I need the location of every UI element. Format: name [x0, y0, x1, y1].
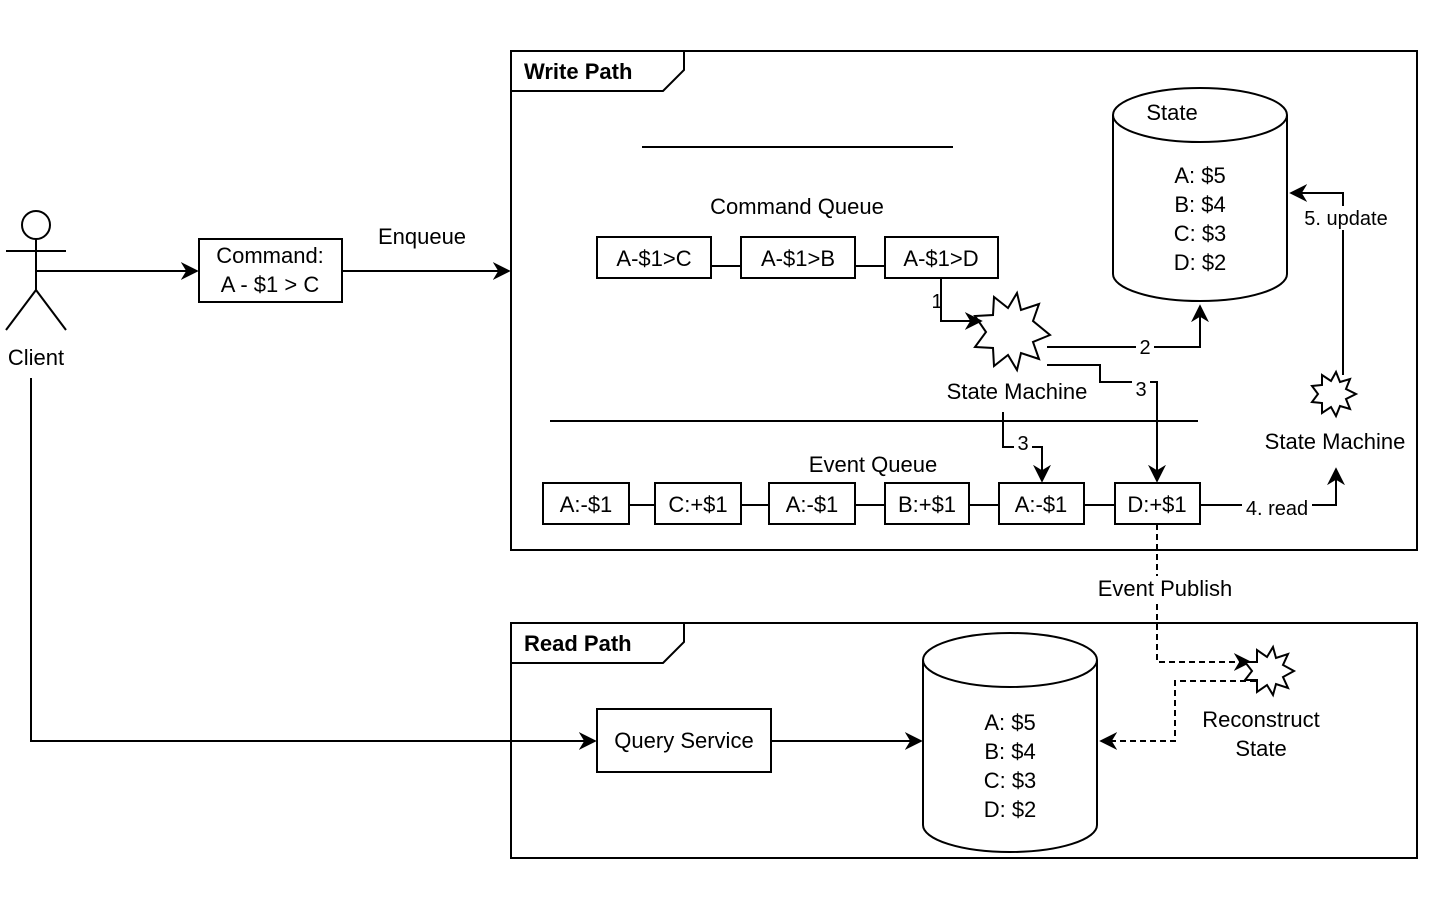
- event-queue-item: C:+$1: [654, 482, 742, 525]
- svg-text:B: $4: B: $4: [984, 739, 1035, 764]
- command-box: Command: A - $1 > C: [198, 238, 343, 303]
- query-service-label: Query Service: [614, 728, 753, 753]
- svg-text:A:-$1: A:-$1: [560, 492, 613, 517]
- edge-step-3-right: [1047, 364, 1166, 483]
- read-database: A: $5 B: $4 C: $3 D: $2: [922, 632, 1098, 853]
- svg-text:D:+$1: D:+$1: [1127, 492, 1186, 517]
- command-queue-item: A-$1>C: [596, 236, 712, 279]
- svg-text:A-$1>B: A-$1>B: [761, 246, 835, 271]
- svg-text:A:-$1: A:-$1: [1015, 492, 1068, 517]
- reconstruct-label-line2: State: [1235, 736, 1286, 761]
- state-database: State A: $5 B: $4 C: $3 D: $2: [1112, 87, 1288, 302]
- command-queue-title: Command Queue: [710, 194, 884, 219]
- state-machine-star-icon: [973, 290, 1052, 373]
- event-publish-label: Event Publish: [1098, 576, 1233, 601]
- edge-label-3-right: 3: [1135, 379, 1146, 401]
- svg-text:A:-$1: A:-$1: [786, 492, 839, 517]
- svg-text:D: $2: D: $2: [1174, 250, 1227, 275]
- write-path-title: Write Path: [524, 59, 632, 84]
- edge-label-4-read: 4. read: [1246, 498, 1308, 520]
- read-path-title: Read Path: [524, 631, 632, 656]
- svg-text:A-$1>D: A-$1>D: [903, 246, 978, 271]
- state-machine-right-star-icon: [1310, 369, 1359, 419]
- svg-text:A: $5: A: $5: [1174, 163, 1225, 188]
- client-to-query-edge: [30, 378, 597, 750]
- command-queue-item: A-$1>D: [884, 236, 999, 279]
- command-queue-item: A-$1>B: [740, 236, 856, 279]
- event-queue-item: D:+$1: [1114, 482, 1201, 525]
- event-publish-edge: [1156, 524, 1252, 671]
- svg-text:D: $2: D: $2: [984, 797, 1037, 822]
- svg-text:B: $4: B: $4: [1174, 192, 1225, 217]
- reconstruct-label-line1: Reconstruct: [1202, 707, 1319, 732]
- command-line1: Command:: [216, 243, 324, 268]
- state-db-title: State: [1146, 100, 1197, 125]
- svg-text:A-$1>C: A-$1>C: [616, 246, 691, 271]
- event-queue-title: Event Queue: [809, 452, 937, 477]
- event-queue-item: A:-$1: [542, 482, 630, 525]
- state-machine-label: State Machine: [947, 379, 1088, 404]
- edge-step-5-update: [1289, 184, 1344, 375]
- edge-step-2: [1047, 304, 1209, 348]
- edge-label-1: 1: [931, 291, 942, 313]
- svg-text:B:+$1: B:+$1: [898, 492, 956, 517]
- enqueue-label: Enqueue: [378, 224, 466, 249]
- client-label: Client: [8, 345, 64, 370]
- svg-text:A: $5: A: $5: [984, 710, 1035, 735]
- event-queue-item: A:-$1: [768, 482, 856, 525]
- state-machine-right-label: State Machine: [1265, 429, 1406, 454]
- svg-text:C: $3: C: $3: [1174, 221, 1227, 246]
- query-service-box: Query Service: [596, 708, 772, 773]
- event-queue-item: B:+$1: [884, 482, 970, 525]
- edge-step-1: [940, 278, 983, 330]
- command-line2: A - $1 > C: [221, 272, 320, 297]
- reconstruct-to-db-edge: [1099, 680, 1256, 750]
- edge-label-2: 2: [1139, 337, 1150, 359]
- svg-text:C:+$1: C:+$1: [668, 492, 727, 517]
- client-actor: Client: [5, 210, 67, 370]
- edge-label-5-update: 5. update: [1304, 208, 1387, 230]
- edge-label-3-left: 3: [1017, 433, 1028, 455]
- event-queue-item: A:-$1: [998, 482, 1085, 525]
- svg-text:C: $3: C: $3: [984, 768, 1037, 793]
- reconstruct-state-star-icon: [1242, 644, 1297, 698]
